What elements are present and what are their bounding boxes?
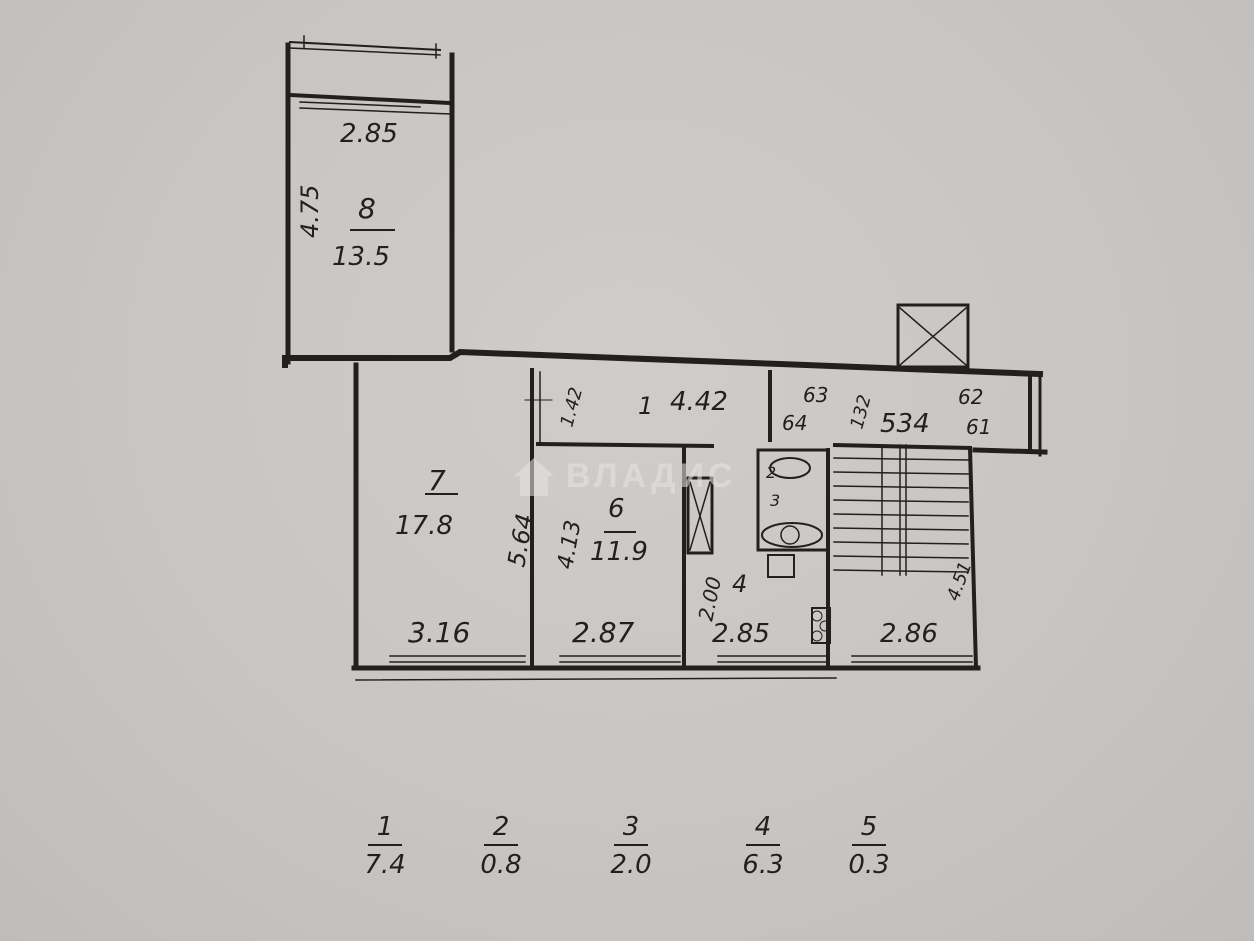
elevator-shaft [896, 303, 970, 369]
room-4-width: 2.85 [712, 619, 770, 649]
room-7-number: 7 [428, 464, 446, 497]
stair-length: 4.51 [943, 559, 976, 604]
room-2-label: 2 [766, 463, 776, 482]
landing-62: 62 [958, 385, 983, 409]
stair-steps [833, 444, 969, 576]
room-7-width: 3.16 [408, 616, 470, 649]
room-8-width: 2.85 [340, 119, 398, 149]
room-8-length: 4.75 [296, 185, 324, 238]
room-1-side: 1.42 [557, 385, 588, 429]
room-6-area: 11.9 [590, 537, 648, 567]
room-7-area: 17.8 [395, 511, 453, 541]
room-4-length: 2.00 [693, 574, 726, 623]
room-8-area: 13.5 [332, 242, 390, 272]
room-6-width: 2.87 [572, 616, 635, 649]
room-6-number: 6 [608, 494, 625, 524]
room-8-walls [285, 35, 455, 365]
stair-width: 2.86 [880, 619, 938, 649]
room-1-dimension: 4.42 [670, 387, 728, 417]
landing-132: 132 [847, 393, 876, 432]
room-3-label: 3 [770, 491, 780, 510]
room-4-label: 4 [732, 570, 747, 598]
landing-534: 534 [880, 409, 930, 439]
landing-63: 63 [803, 383, 828, 407]
landing-64: 64 [782, 411, 807, 435]
room-1-label: 1 [638, 392, 653, 420]
main-wall [282, 348, 1044, 378]
landing-61: 61 [966, 415, 991, 439]
room-6-length: 4.13 [553, 518, 586, 571]
room-8-number: 8 [358, 192, 376, 225]
